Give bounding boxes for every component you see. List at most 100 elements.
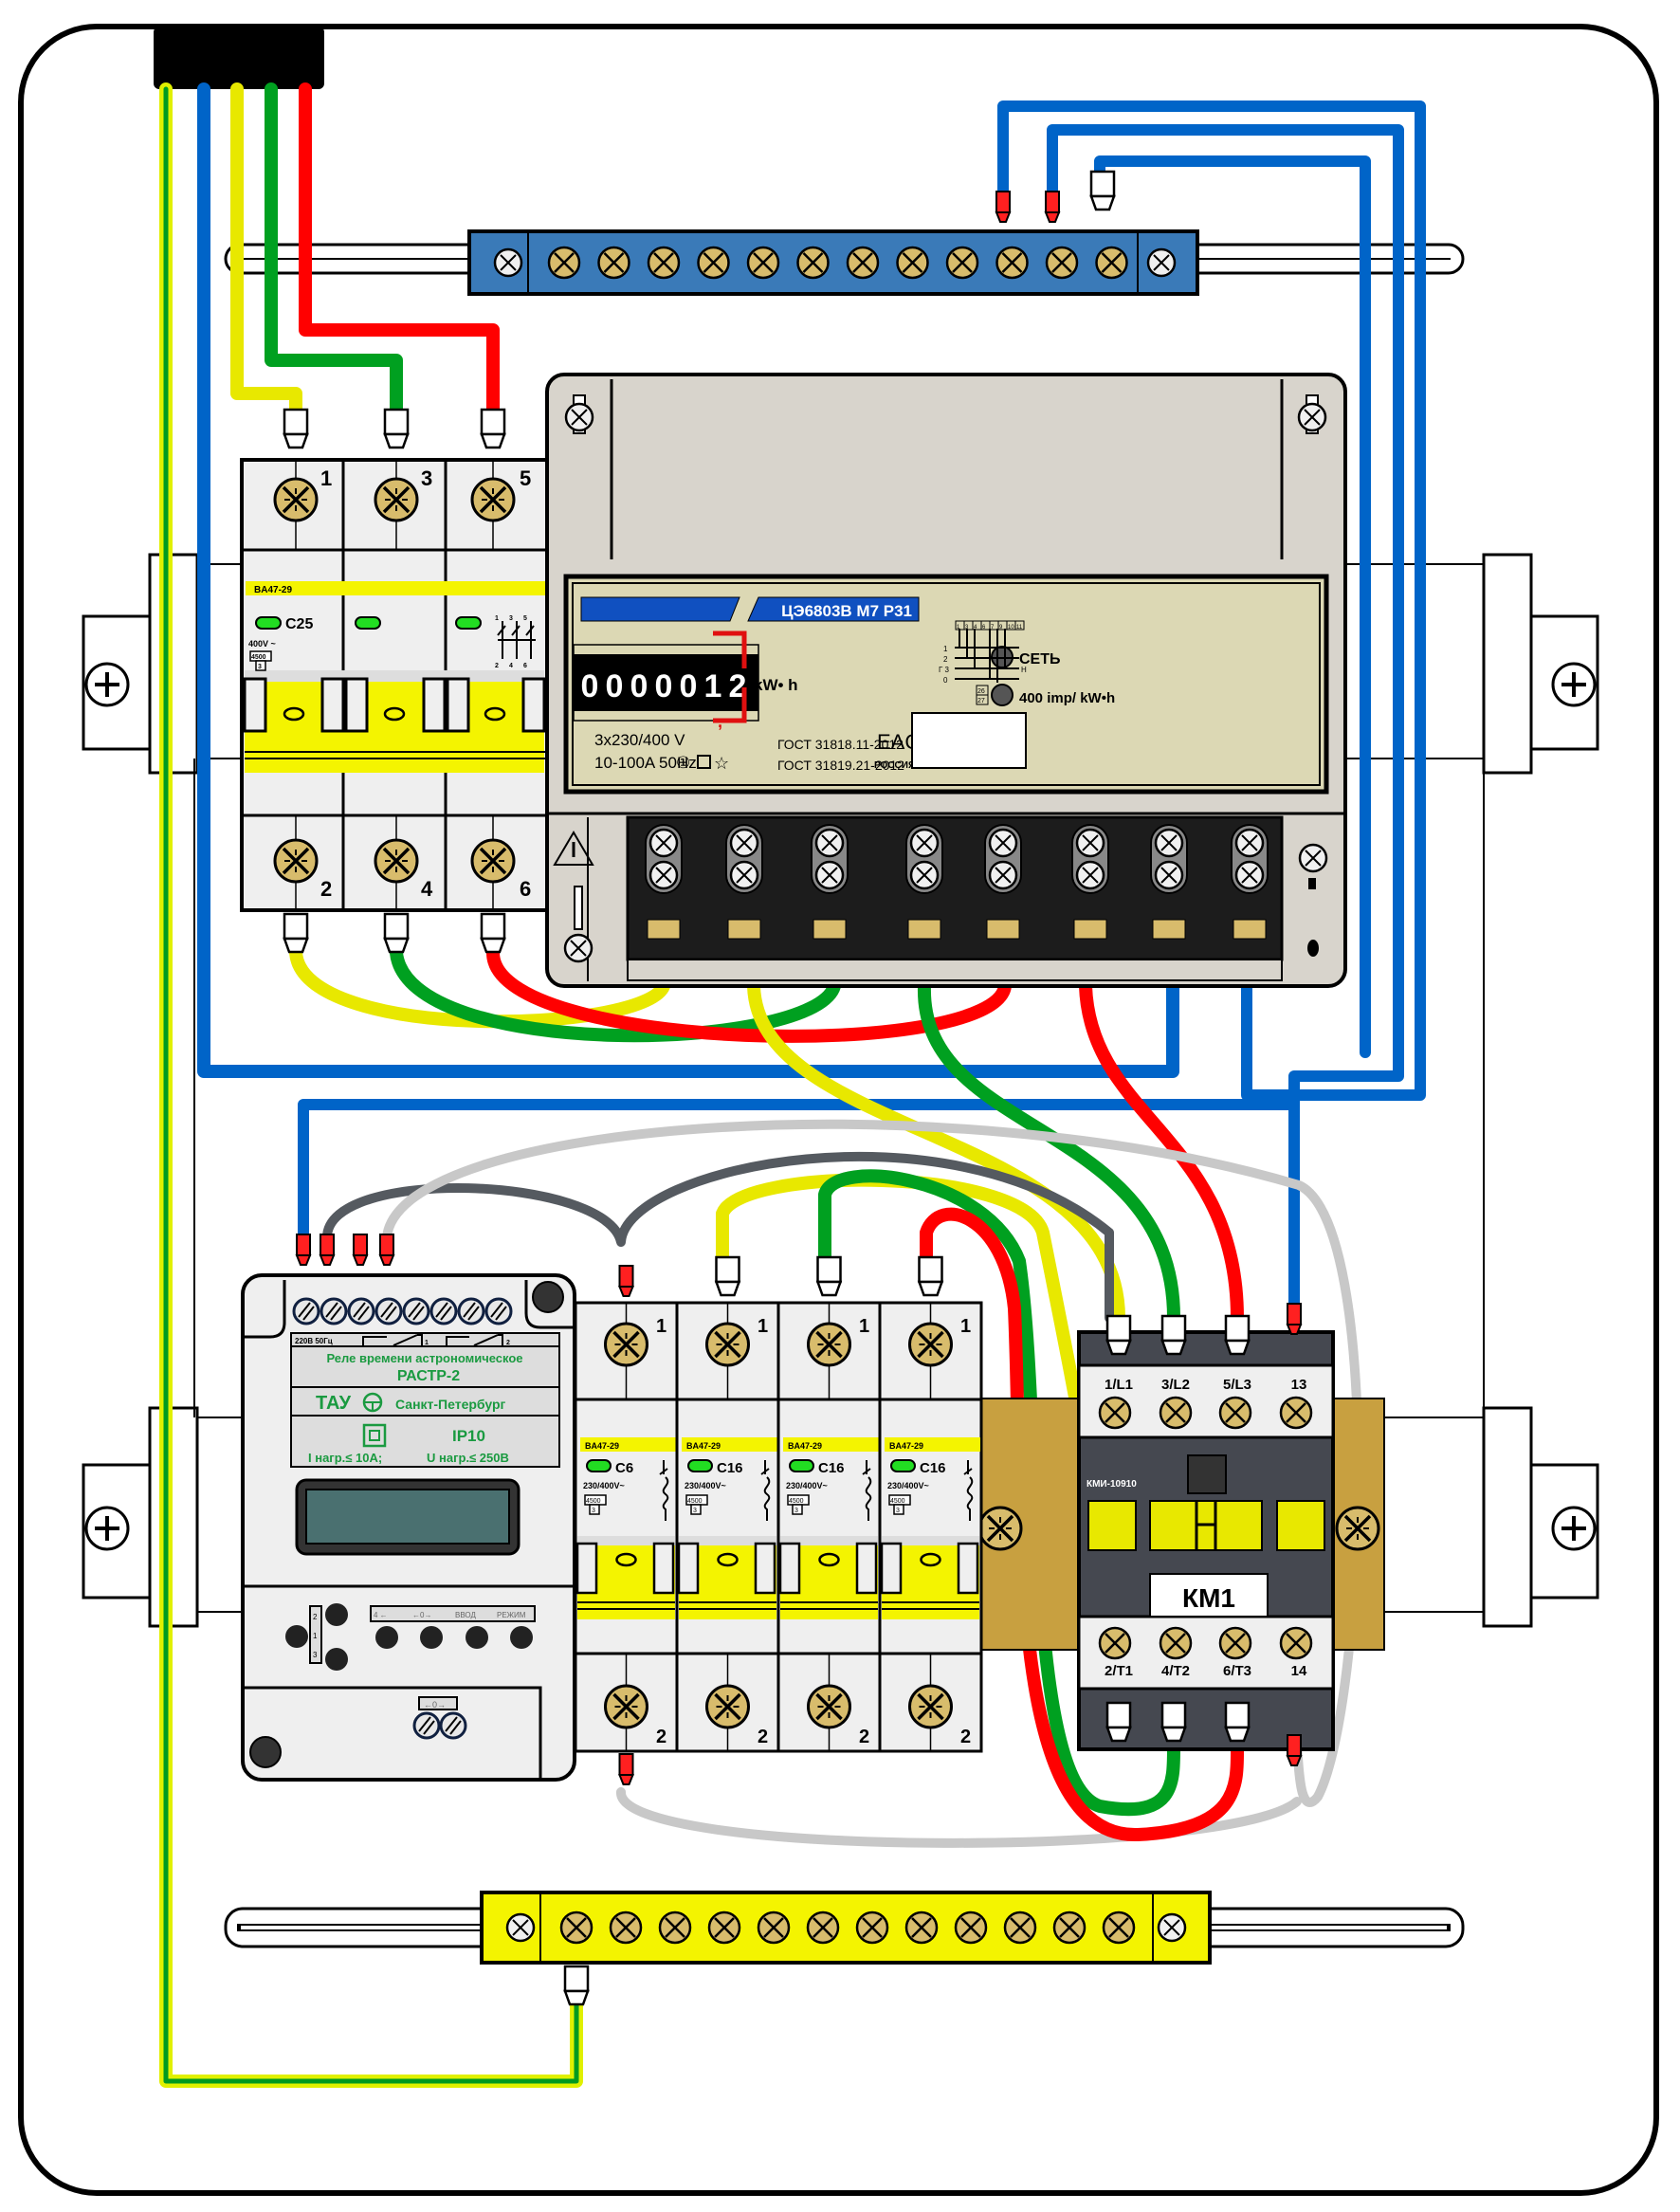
meter-terminal-screw-icon[interactable] [729, 828, 759, 858]
terminal-screw-icon[interactable] [470, 477, 516, 522]
terminal-screw-icon[interactable] [439, 1711, 467, 1740]
terminal-screw-icon[interactable] [603, 1684, 649, 1729]
meter-terminal-screw-icon[interactable] [1234, 828, 1265, 858]
mount-screw-icon [84, 1506, 130, 1551]
pe-bar-screw-icon[interactable] [806, 1910, 840, 1945]
button-label: ←0→ [412, 1611, 431, 1619]
relay-button-shift[interactable] [375, 1626, 398, 1649]
terminal-label: 2 [656, 1727, 667, 1747]
terminal-screw-icon[interactable] [1159, 1626, 1193, 1660]
terminal-screw-icon[interactable] [1159, 1396, 1193, 1430]
relay-terminal-screw-icon[interactable] [429, 1297, 458, 1325]
pe-bar-screw-icon[interactable] [904, 1910, 939, 1945]
pe-bar-screw-icon[interactable] [1102, 1910, 1136, 1945]
neutral-bar-screw-icon[interactable] [697, 246, 730, 280]
relay-terminal-screw-icon[interactable] [402, 1297, 430, 1325]
relay-terminal-screw-icon[interactable] [347, 1297, 375, 1325]
neutral-bar-screw-icon[interactable] [995, 246, 1029, 280]
neutral-bar-screw-icon[interactable] [945, 246, 979, 280]
relay-terminal-screw-icon[interactable] [320, 1297, 348, 1325]
meter-terminal-screw-icon[interactable] [988, 860, 1018, 890]
pe-bar-screw-icon[interactable] [559, 1910, 593, 1945]
meter-terminal-screw-icon[interactable] [1154, 828, 1184, 858]
pulse-terminal-label: 26 [977, 688, 985, 695]
terminal-screw-icon[interactable] [1279, 1396, 1313, 1430]
gost-1: ГОСТ 31818.11-2012 [777, 737, 904, 752]
meter-terminal-screw-icon[interactable] [909, 860, 940, 890]
terminal-screw-icon[interactable] [1279, 1626, 1313, 1660]
neutral-bar-screw-icon[interactable] [796, 246, 830, 280]
meter-cover-screw-icon[interactable] [1297, 402, 1327, 432]
meter-terminal-screw-icon[interactable] [1154, 860, 1184, 890]
relay-terminal-screw-icon[interactable] [484, 1297, 513, 1325]
terminal-screw-icon[interactable] [806, 1322, 852, 1367]
terminal-screw-icon[interactable] [907, 1322, 954, 1367]
brand-logo-icon [362, 1392, 383, 1413]
terminal-label: 3/L2 [1161, 1377, 1190, 1393]
terminal-screw-icon[interactable] [806, 1684, 852, 1729]
meter-terminal-screw-icon[interactable] [1075, 828, 1105, 858]
neutral-bar-screw-icon[interactable] [896, 246, 929, 280]
breaker-schematic-icon [760, 1460, 771, 1521]
terminal-label: 1 [758, 1316, 768, 1337]
pe-bar-screw-icon[interactable] [757, 1910, 791, 1945]
pe-bar-screw-icon[interactable] [609, 1910, 643, 1945]
button-label: ВВОД [455, 1611, 476, 1619]
wiring-terminal-label: 6 [982, 625, 986, 631]
terminal-screw-icon[interactable] [1098, 1396, 1132, 1430]
neutral-bar-screw-icon[interactable] [1045, 246, 1079, 280]
terminal-screw-icon[interactable] [603, 1322, 649, 1367]
neutral-bar-screw-icon[interactable] [1095, 246, 1128, 280]
terminal-screw-icon[interactable] [273, 838, 319, 884]
pe-bar-screw-icon[interactable] [1003, 1910, 1037, 1945]
meter-seal-screw-icon[interactable] [1298, 843, 1328, 873]
terminal-screw-icon[interactable] [1098, 1626, 1132, 1660]
neutral-bar-screw-icon[interactable] [647, 246, 681, 280]
relay-terminal-screw-icon[interactable] [292, 1297, 320, 1325]
meter-terminal-screw-icon[interactable] [729, 860, 759, 890]
terminal-screw-icon[interactable] [704, 1684, 751, 1729]
meter-terminal-screw-icon[interactable] [814, 860, 845, 890]
meter-cover-screw-icon[interactable] [564, 402, 594, 432]
meter-terminal-screw-icon[interactable] [648, 828, 679, 858]
relay-button-mode[interactable] [510, 1626, 533, 1649]
terminal-screw-icon[interactable] [374, 477, 419, 522]
breaker-capacity: 4500 [789, 1498, 804, 1505]
terminal-screw-icon[interactable] [704, 1322, 751, 1367]
wiring-terminal-label: 1 [957, 625, 960, 631]
neutral-bar-screw-icon[interactable] [846, 246, 880, 280]
meter-terminal-screw-icon[interactable] [648, 860, 679, 890]
terminal-screw-icon[interactable] [374, 838, 419, 884]
terminal-screw-icon[interactable] [470, 838, 516, 884]
terminal-screw-icon[interactable] [273, 477, 319, 522]
meter-seal-screw-icon[interactable] [563, 933, 593, 963]
pe-bar-screw-icon[interactable] [658, 1910, 692, 1945]
neutral-bar-screw-icon[interactable] [597, 246, 630, 280]
terminal-screw-icon[interactable] [412, 1711, 441, 1740]
relay-button-zero[interactable] [420, 1626, 443, 1649]
pe-bar-screw-icon[interactable] [707, 1910, 741, 1945]
selector-button[interactable] [325, 1603, 348, 1626]
relay-title: Реле времени астрономическое [326, 1351, 522, 1365]
meter-terminal-screw-icon[interactable] [1234, 860, 1265, 890]
neutral-bar-screw-icon[interactable] [547, 246, 581, 280]
meter-terminal-screw-icon[interactable] [909, 828, 940, 858]
neutral-bar-screw-icon[interactable] [746, 246, 780, 280]
terminal-label: 2/T1 [1105, 1663, 1133, 1679]
pe-bar-screw-icon[interactable] [855, 1910, 889, 1945]
pe-bar-screw-icon[interactable] [1052, 1910, 1087, 1945]
selector-button[interactable] [325, 1648, 348, 1671]
meter-terminal-screw-icon[interactable] [988, 828, 1018, 858]
terminal-screw-icon[interactable] [907, 1684, 954, 1729]
terminal-screw-icon[interactable] [1218, 1396, 1252, 1430]
relay-button-enter[interactable] [466, 1626, 488, 1649]
breaker-model: BA47-29 [585, 1441, 619, 1451]
meter-terminal-screw-icon[interactable] [1075, 860, 1105, 890]
relay-terminal-screw-icon[interactable] [374, 1297, 403, 1325]
terminal-screw-icon[interactable] [1218, 1626, 1252, 1660]
meter-terminal-screw-icon[interactable] [814, 828, 845, 858]
pe-bar-screw-icon[interactable] [954, 1910, 988, 1945]
relay-terminal-screw-icon[interactable] [457, 1297, 485, 1325]
counter-digit: 1 [704, 668, 722, 704]
selector-button[interactable] [285, 1625, 308, 1648]
